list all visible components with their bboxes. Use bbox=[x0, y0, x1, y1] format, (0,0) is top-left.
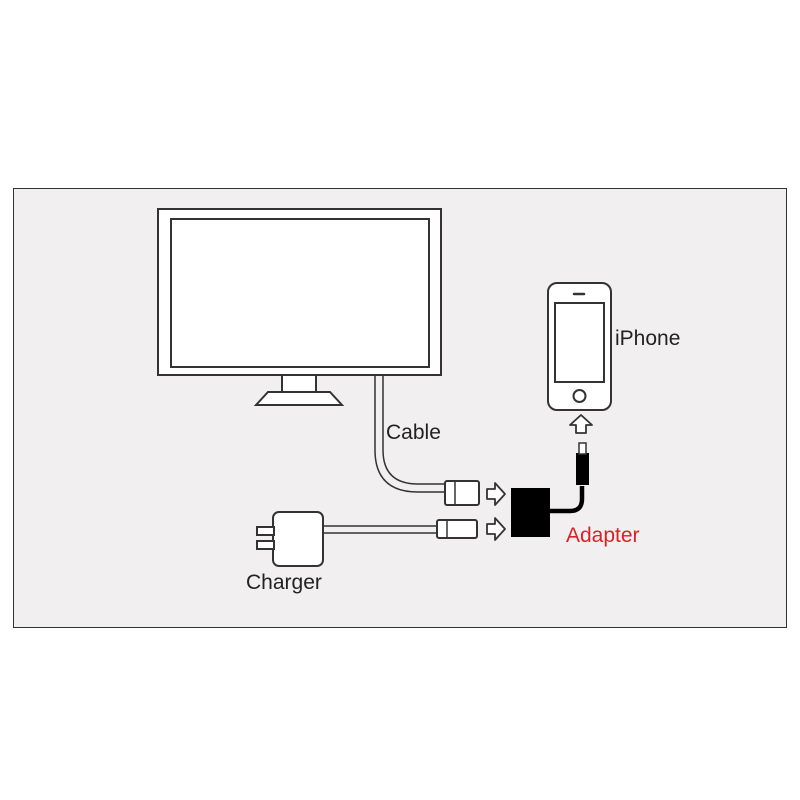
outline-arrow-icon bbox=[486, 517, 506, 541]
monitor-icon bbox=[157, 208, 442, 406]
hdmi-cable bbox=[374, 376, 445, 493]
adapter-cable bbox=[550, 486, 585, 514]
usb-connector-icon bbox=[436, 519, 478, 539]
usb-connector-icon bbox=[444, 480, 480, 506]
outline-arrow-icon bbox=[486, 482, 506, 506]
cable-label: Cable bbox=[386, 421, 441, 444]
charger-cable bbox=[323, 525, 437, 534]
outline-arrow-icon bbox=[569, 414, 593, 434]
charger-icon bbox=[256, 511, 324, 567]
charger-label: Charger bbox=[246, 571, 322, 594]
iphone-icon bbox=[547, 282, 612, 411]
lightning-connector-icon bbox=[576, 442, 589, 485]
adapter-icon bbox=[511, 488, 550, 537]
iphone-label: iPhone bbox=[615, 327, 681, 350]
adapter-label: Adapter bbox=[566, 524, 640, 547]
